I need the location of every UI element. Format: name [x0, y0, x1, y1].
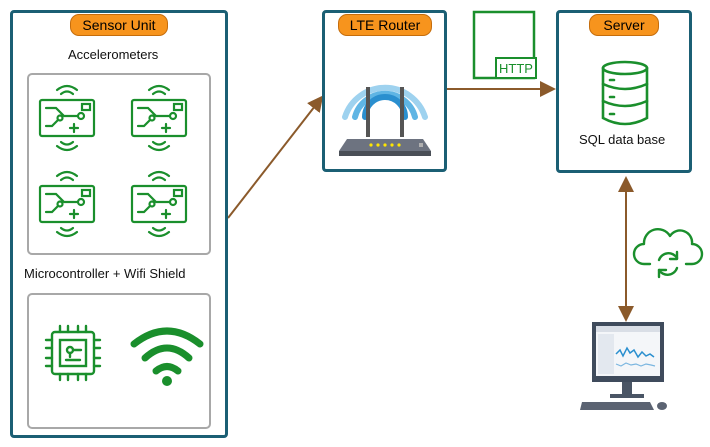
sql-database-label: SQL data base: [579, 132, 666, 147]
sensor-to-router-link: [227, 95, 324, 219]
accelerometers-label: Accelerometers: [68, 47, 159, 62]
computer-monitor-icon: [580, 322, 667, 410]
server-title: Server: [589, 14, 659, 36]
sensor-unit-panel: [10, 10, 228, 438]
http-document-icon: HTTP: [472, 10, 537, 80]
server-panel: [556, 10, 692, 173]
microcontroller-label: Microcontroller + Wifi Shield: [24, 266, 186, 281]
http-label: HTTP: [499, 61, 533, 76]
cpu-chip-icon: [44, 324, 102, 382]
sensor-unit-title: Sensor Unit: [70, 14, 168, 36]
circuit-board-icon: [130, 170, 188, 238]
database-icon: [601, 60, 649, 126]
router-icon: [339, 84, 431, 156]
circuit-board-icon: [130, 84, 188, 152]
circuit-board-icon: [38, 84, 96, 152]
microcontroller-box: [27, 293, 211, 429]
circuit-board-icon: [38, 170, 96, 238]
lte-router-title: LTE Router: [338, 14, 432, 36]
wifi-icon: [130, 327, 204, 386]
cloud-sync-icon: [632, 228, 704, 279]
